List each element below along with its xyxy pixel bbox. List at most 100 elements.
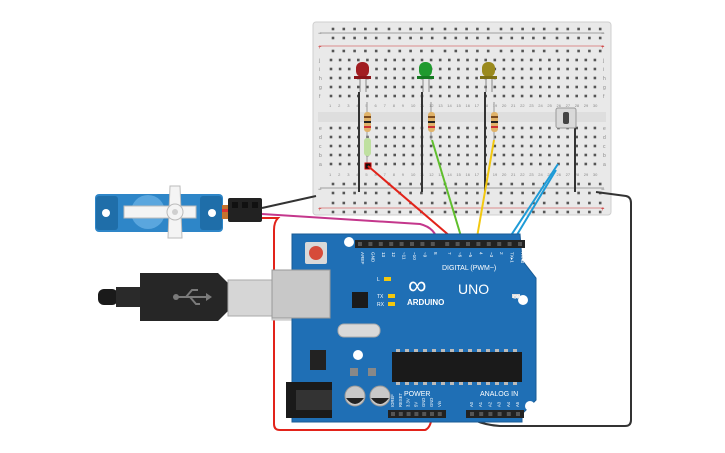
rail-hole[interactable] <box>465 210 468 214</box>
rail-hole[interactable] <box>542 210 546 214</box>
breadboard-hole[interactable] <box>566 94 569 98</box>
rail-hole[interactable] <box>465 191 468 195</box>
rail-hole[interactable] <box>588 36 591 40</box>
rail-hole[interactable] <box>420 49 423 53</box>
header-pin[interactable] <box>437 412 442 416</box>
rail-hole[interactable] <box>342 27 346 31</box>
rail-hole[interactable] <box>387 191 391 195</box>
rail-hole[interactable] <box>577 182 580 186</box>
breadboard-hole[interactable] <box>475 85 478 89</box>
rail-hole[interactable] <box>499 210 503 214</box>
wire-red-pin7[interactable] <box>367 165 459 244</box>
breadboard-hole[interactable] <box>520 153 524 157</box>
breadboard-hole[interactable] <box>329 76 333 80</box>
rail-hole[interactable] <box>398 27 402 31</box>
breadboard-hole[interactable] <box>457 162 460 166</box>
rail-hole[interactable] <box>577 210 580 214</box>
rail-hole[interactable] <box>555 49 559 53</box>
breadboard-hole[interactable] <box>466 135 469 139</box>
breadboard-hole[interactable] <box>384 67 387 71</box>
breadboard-hole[interactable] <box>338 126 342 130</box>
resistor-yellow[interactable] <box>491 102 498 140</box>
breadboard-hole[interactable] <box>584 94 588 98</box>
breadboard-hole[interactable] <box>575 126 578 130</box>
breadboard-hole[interactable] <box>429 58 433 62</box>
rail-hole[interactable] <box>486 201 490 205</box>
rail-hole[interactable] <box>588 49 591 53</box>
breadboard-hole[interactable] <box>438 153 442 157</box>
breadboard-hole[interactable] <box>402 67 406 71</box>
rail-hole[interactable] <box>577 191 580 195</box>
rail-hole[interactable] <box>331 36 335 40</box>
breadboard-hole[interactable] <box>420 85 424 89</box>
rail-hole[interactable] <box>555 210 559 214</box>
breadboard-hole[interactable] <box>347 76 351 80</box>
breadboard-hole[interactable] <box>548 85 551 89</box>
rail-hole[interactable] <box>598 210 602 214</box>
breadboard-hole[interactable] <box>393 76 396 80</box>
rail-hole[interactable] <box>353 210 356 214</box>
header-pin[interactable] <box>422 412 427 416</box>
breadboard-hole[interactable] <box>438 144 442 148</box>
rail-hole[interactable] <box>342 182 346 186</box>
breadboard-hole[interactable] <box>411 58 415 62</box>
rail-hole[interactable] <box>364 36 367 40</box>
breadboard-hole[interactable] <box>584 58 588 62</box>
rail-hole[interactable] <box>331 27 335 31</box>
rail-hole[interactable] <box>588 210 591 214</box>
breadboard-hole[interactable] <box>539 162 542 166</box>
breadboard-hole[interactable] <box>411 144 415 148</box>
rail-hole[interactable] <box>454 182 458 186</box>
breadboard-hole[interactable] <box>329 144 333 148</box>
rail-hole[interactable] <box>465 27 468 31</box>
rail-hole[interactable] <box>476 27 479 31</box>
rail-hole[interactable] <box>521 191 524 195</box>
header-pin[interactable] <box>455 242 460 246</box>
breadboard-hole[interactable] <box>438 76 442 80</box>
breadboard-hole[interactable] <box>347 85 351 89</box>
rail-hole[interactable] <box>342 49 346 53</box>
rail-hole[interactable] <box>566 49 570 53</box>
rail-hole[interactable] <box>454 27 458 31</box>
rail-hole[interactable] <box>521 182 524 186</box>
header-pin[interactable] <box>516 412 520 416</box>
rail-hole[interactable] <box>566 36 570 40</box>
rail-hole[interactable] <box>510 182 514 186</box>
breadboard-hole[interactable] <box>402 85 406 89</box>
breadboard-hole[interactable] <box>384 94 387 98</box>
breadboard-hole[interactable] <box>375 135 378 139</box>
breadboard-hole[interactable] <box>420 58 424 62</box>
breadboard-hole[interactable] <box>475 126 478 130</box>
breadboard-hole[interactable] <box>375 85 378 89</box>
breadboard-hole[interactable] <box>584 144 588 148</box>
rail-hole[interactable] <box>532 49 535 53</box>
breadboard-hole[interactable] <box>375 126 378 130</box>
breadboard-hole[interactable] <box>347 144 351 148</box>
rail-hole[interactable] <box>409 49 412 53</box>
breadboard-hole[interactable] <box>520 94 524 98</box>
rail-hole[interactable] <box>521 49 524 53</box>
rail-hole[interactable] <box>521 201 524 205</box>
rail-hole[interactable] <box>443 210 447 214</box>
breadboard-hole[interactable] <box>557 144 560 148</box>
rail-hole[interactable] <box>443 27 447 31</box>
header-pin[interactable] <box>497 412 502 416</box>
breadboard-hole[interactable] <box>493 94 497 98</box>
breadboard-hole[interactable] <box>329 153 333 157</box>
breadboard-hole[interactable] <box>457 58 460 62</box>
breadboard-hole[interactable] <box>357 58 360 62</box>
breadboard-hole[interactable] <box>338 76 342 80</box>
breadboard-hole[interactable] <box>593 67 597 71</box>
header-pin[interactable] <box>497 242 502 246</box>
breadboard-hole[interactable] <box>393 126 396 130</box>
rail-hole[interactable] <box>510 49 514 53</box>
breadboard-hole[interactable] <box>347 126 351 130</box>
breadboard-hole[interactable] <box>457 67 460 71</box>
rail-hole[interactable] <box>542 27 546 31</box>
header-pin[interactable] <box>506 412 511 416</box>
rail-hole[interactable] <box>465 36 468 40</box>
breadboard-hole[interactable] <box>457 153 460 157</box>
rail-hole[interactable] <box>542 49 546 53</box>
rail-hole[interactable] <box>486 210 490 214</box>
header-pin[interactable] <box>445 242 450 246</box>
